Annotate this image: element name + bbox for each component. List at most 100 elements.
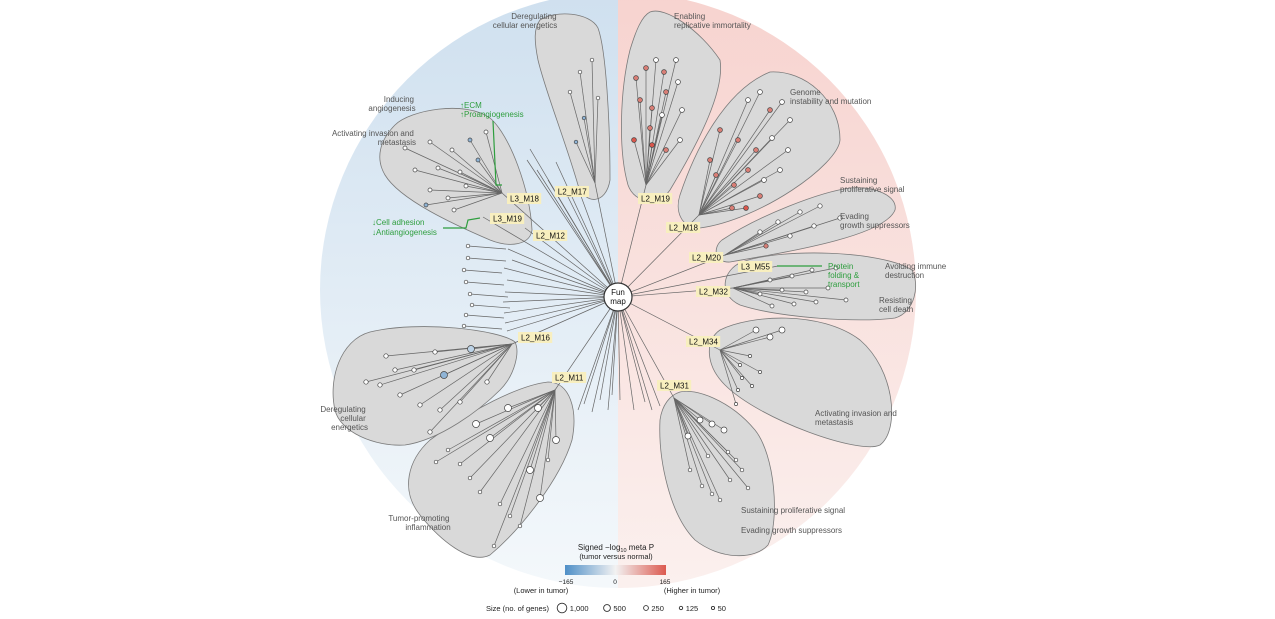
tree-node <box>437 407 443 413</box>
edge <box>673 397 729 453</box>
tree-node <box>504 404 512 412</box>
edge <box>645 114 663 186</box>
tree-node <box>581 115 587 121</box>
tree-node <box>427 139 433 145</box>
svg-text:L2_M31: L2_M31 <box>660 382 689 391</box>
tree-node <box>745 485 751 491</box>
svg-text:L2_M34: L2_M34 <box>689 338 718 347</box>
petal-bottom-right <box>659 390 775 557</box>
size-legend-item: 125 <box>678 604 698 613</box>
size-legend-item: 500 <box>603 604 626 613</box>
edge <box>451 149 503 194</box>
center-label-line2: map <box>610 297 626 306</box>
tree-node <box>449 147 455 153</box>
tree-node <box>769 135 775 141</box>
edge <box>673 397 701 421</box>
edge <box>719 329 757 351</box>
svg-text:L2_M11: L2_M11 <box>555 374 584 383</box>
hallmark-angiogenesis: Inducing angiogenesis <box>368 95 416 113</box>
svg-text:L3_M19: L3_M19 <box>493 215 522 224</box>
tree-node <box>465 243 471 249</box>
tree-node <box>767 277 773 283</box>
hallmark-evading-bottom: Evading growth suppressors <box>741 526 842 535</box>
tree-node <box>427 187 433 193</box>
edge <box>719 349 743 379</box>
edge <box>724 221 779 256</box>
edge <box>504 291 619 298</box>
edge <box>732 267 837 289</box>
tree-node <box>797 209 803 215</box>
edge <box>724 205 821 256</box>
module-label-l2-m12: L2_M12 <box>533 230 568 241</box>
tree-node <box>736 388 740 392</box>
tree-node <box>545 457 551 463</box>
hallmark-energetics-left: Deregulating cellular energetics <box>320 405 368 432</box>
edge <box>673 397 743 471</box>
edge <box>719 349 741 366</box>
annotation-adhesion: ↓Cell adhesion ↓Antiangiogenesis <box>372 217 481 237</box>
edge <box>594 182 619 298</box>
petal-energetics-left <box>332 326 518 446</box>
edge <box>435 389 556 463</box>
tree-node <box>687 467 693 473</box>
tree-node <box>785 147 791 153</box>
svg-text:500: 500 <box>613 604 626 613</box>
edge <box>394 343 513 371</box>
module-label-l2-m34: L2_M34 <box>686 336 721 347</box>
hallmark-sustaining-bottom: Sustaining proliferative signal <box>741 506 845 515</box>
colorbar-min: −165 <box>559 579 574 586</box>
tree-node <box>484 379 490 385</box>
edge <box>732 287 847 301</box>
tree-node <box>663 147 669 153</box>
tree-node <box>757 89 763 95</box>
tree-node <box>811 223 817 229</box>
svg-text:L3_M55: L3_M55 <box>741 263 770 272</box>
tree-node <box>417 402 423 408</box>
edge <box>504 296 619 324</box>
module-label-l2-m17: L2_M17 <box>554 186 589 197</box>
hallmark-invasion-right: Activating invasion and metastasis <box>815 409 899 427</box>
edge <box>467 245 507 250</box>
edge <box>425 192 503 206</box>
svg-text:L2_M16: L2_M16 <box>521 334 550 343</box>
edge <box>503 267 619 298</box>
center-label-line1: Fun <box>611 288 625 297</box>
edge <box>555 161 619 298</box>
edge <box>617 296 661 407</box>
petal-genome-instability <box>677 71 841 229</box>
tree-node <box>467 345 475 353</box>
edge <box>635 77 647 186</box>
tree-node <box>653 57 659 63</box>
tree-node <box>534 404 542 412</box>
tree-node <box>577 69 583 75</box>
tree-node <box>573 139 579 145</box>
tree-node <box>803 289 809 295</box>
tree-node <box>720 426 728 434</box>
svg-text:L3_M18: L3_M18 <box>510 195 539 204</box>
edge <box>429 343 513 433</box>
edge <box>633 139 647 186</box>
tree-node <box>748 354 752 358</box>
edge <box>465 185 503 194</box>
tree-node <box>777 167 783 173</box>
edge <box>486 343 513 383</box>
tree-node <box>377 382 383 388</box>
edge <box>673 397 703 487</box>
colorbar-gradient <box>565 565 666 575</box>
hallmark-evading-right: Evading growth suppressors <box>840 212 910 230</box>
edge <box>414 169 503 194</box>
edge <box>673 397 691 471</box>
edge <box>698 149 757 216</box>
svg-text:Protein folding &: Protein folding & transport <box>828 262 861 289</box>
module-label-l2-m19: L2_M19 <box>638 193 673 204</box>
edge <box>575 141 596 184</box>
tree-node <box>637 97 643 103</box>
edge <box>507 248 619 298</box>
tree-node <box>787 233 793 239</box>
tree-node <box>649 105 655 111</box>
module-labels: L2_M17L2_M19L3_M18L3_M19L2_M12L2_M18L2_M… <box>490 186 773 391</box>
tree-node <box>663 89 669 95</box>
tree-node <box>517 523 523 529</box>
edge <box>617 296 653 411</box>
